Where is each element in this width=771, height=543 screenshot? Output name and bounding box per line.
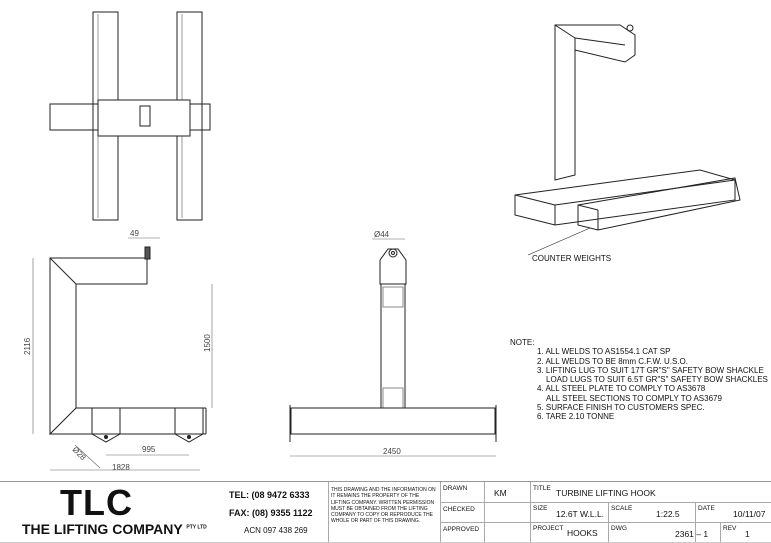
date-value: 10/11/07 [733, 509, 766, 519]
approved-label: APPROVED [443, 526, 480, 533]
note-item: 1. ALL WELDS TO AS1554.1 CAT SP [537, 347, 671, 357]
counter-weights-callout: COUNTER WEIGHTS [532, 254, 612, 263]
drawn-label: DRAWN [443, 485, 468, 492]
rev-label: REV [723, 525, 737, 532]
side-view: 49 2116 1500 Ø28 995 1828 [23, 229, 213, 472]
isometric-view [514, 24, 741, 256]
company-name: THE LIFTING COMPANY PTY LTD [22, 521, 207, 537]
title-value: TURBINE LIFTING HOOK [556, 488, 656, 498]
fax: FAX: (08) 9355 1122 [229, 508, 313, 518]
dim-pod-spacing: 995 [142, 445, 156, 454]
drawn-value: KM [494, 488, 507, 498]
copyright-notice: THIS DRAWING AND THE INFORMATION ON IT R… [331, 487, 436, 525]
scale-value: 1:22.5 [656, 509, 680, 519]
scale-label: SCALE [611, 505, 633, 512]
note-item: LOAD LUGS TO SUIT 6.5T GR"S" SAFETY BOW … [546, 375, 768, 385]
dim-lug-hole: Ø44 [374, 230, 390, 239]
dim-overall-width: 2450 [383, 447, 401, 456]
dim-inner-height: 1500 [203, 334, 212, 352]
dim-overall-depth: 1828 [112, 463, 130, 472]
checked-label: CHECKED [443, 506, 475, 513]
note-item: 3. LIFTING LUG TO SUIT 17T GR"S" SAFETY … [537, 365, 764, 375]
dim-overall-height: 2116 [23, 337, 32, 355]
front-view: Ø44 2450 [289, 230, 497, 457]
notes-heading: NOTE: [510, 338, 535, 347]
note-item: 2. ALL WELDS TO BE 8mm C.F.W. U.S.O. [537, 356, 689, 366]
title-label: TITLE [533, 485, 551, 492]
rev-value: 1 [745, 529, 750, 539]
project-value: HOOKS [567, 528, 598, 538]
project-label: PROJECT [533, 525, 564, 532]
notes: NOTE: 1. ALL WELDS TO AS1554.1 CAT SP 2.… [510, 338, 768, 422]
note-item: 6. TARE 2.10 TONNE [537, 412, 615, 422]
dwg-value: 2361 – 1 [675, 529, 709, 539]
date-label: DATE [698, 505, 715, 512]
company-logo: TLC [60, 482, 133, 523]
note-item: 4. ALL STEEL PLATE TO COMPLY TO AS3678 [537, 384, 706, 394]
dwg-label: DWG [611, 525, 627, 532]
dim-hole-small: Ø28 [71, 445, 88, 462]
telephone: TEL: (08 9472 6333 [229, 490, 310, 500]
size-label: SIZE [533, 505, 548, 512]
dim-lug-width: 49 [130, 229, 139, 238]
note-item: ALL STEEL SECTIONS TO COMPLY TO AS3679 [546, 393, 722, 403]
size-value: 12.6T W.L.L. [556, 509, 605, 519]
drawing-views: 49 2116 1500 Ø28 995 1828 Ø44 2450 [23, 11, 741, 472]
title-block: TLC THE LIFTING COMPANY PTY LTD TEL: (08… [0, 481, 771, 543]
note-item: 5. SURFACE FINISH TO CUSTOMERS SPEC. [537, 403, 705, 413]
top-view [49, 11, 211, 221]
acn: ACN 097 438 269 [244, 526, 308, 535]
